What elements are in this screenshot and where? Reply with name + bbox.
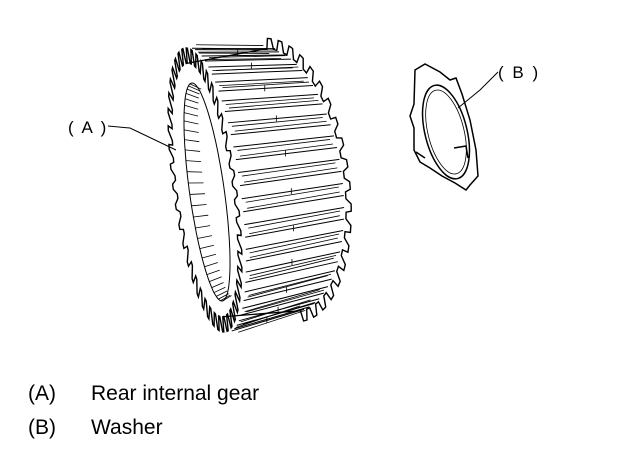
legend-text-a: Rear internal gear xyxy=(91,382,260,405)
legend-key-a: (A) xyxy=(28,382,56,405)
callout-label-a: ( A ) xyxy=(68,118,108,137)
legend-key-b: (B) xyxy=(28,416,56,439)
callout-leader-b xyxy=(457,71,499,109)
rear-internal-gear-drawing xyxy=(167,37,352,333)
washer-drawing xyxy=(409,63,479,191)
callout-label-b: ( B ) xyxy=(498,63,540,82)
callout-leader-a xyxy=(107,125,177,151)
parts-diagram: ( A ) ( B ) xyxy=(68,37,540,333)
legend-text-b: Washer xyxy=(91,416,163,439)
